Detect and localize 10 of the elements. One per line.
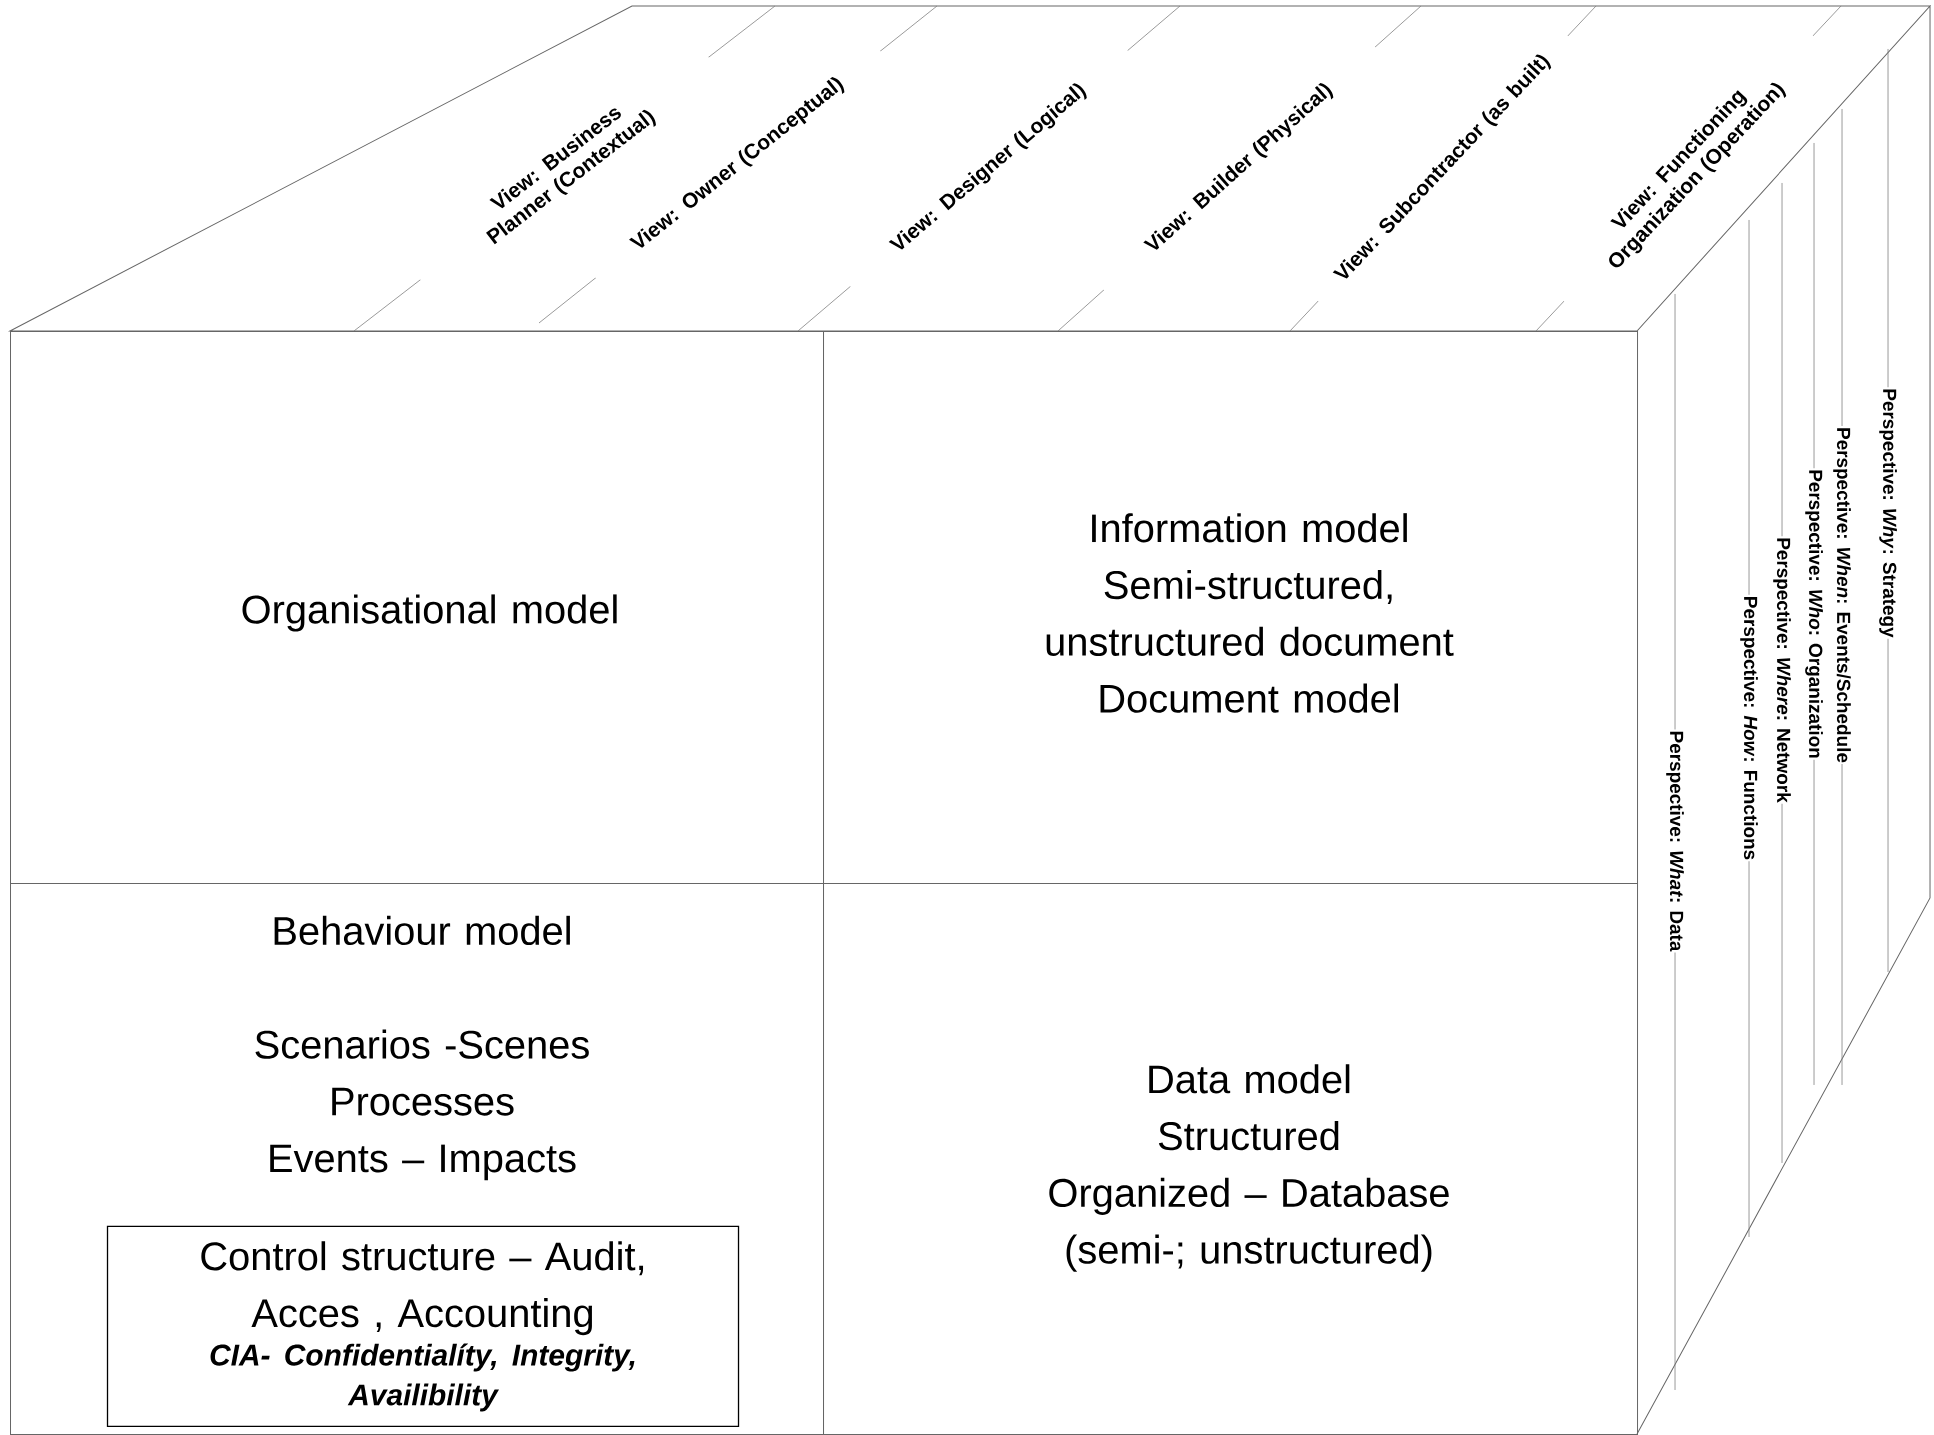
perspective-label: Perspective: What: Data — [1665, 729, 1685, 953]
perspective-label: Perspective: When: Events/Schedule — [1832, 426, 1852, 764]
model-cell: Information model Semi-structured, unstructured document Document model — [823, 331, 1638, 884]
perspective-label: Perspective: Who: Organization — [1804, 468, 1824, 760]
model-cell: Organisational model — [10, 331, 824, 884]
control-structure-box: Control structure – Audit, Acces , Accounting CIA- Confidentialíty, Integrity, Availibility — [106, 1225, 740, 1427]
perspective-label: Perspective: How: Functions — [1739, 594, 1759, 862]
perspective-label: Perspective: Why: Strategy — [1878, 387, 1898, 639]
perspective-label: Perspective: Where: Network — [1772, 536, 1792, 804]
model-cell: Data model Structured Organized – Database (semi-; unstructured) — [823, 883, 1638, 1435]
